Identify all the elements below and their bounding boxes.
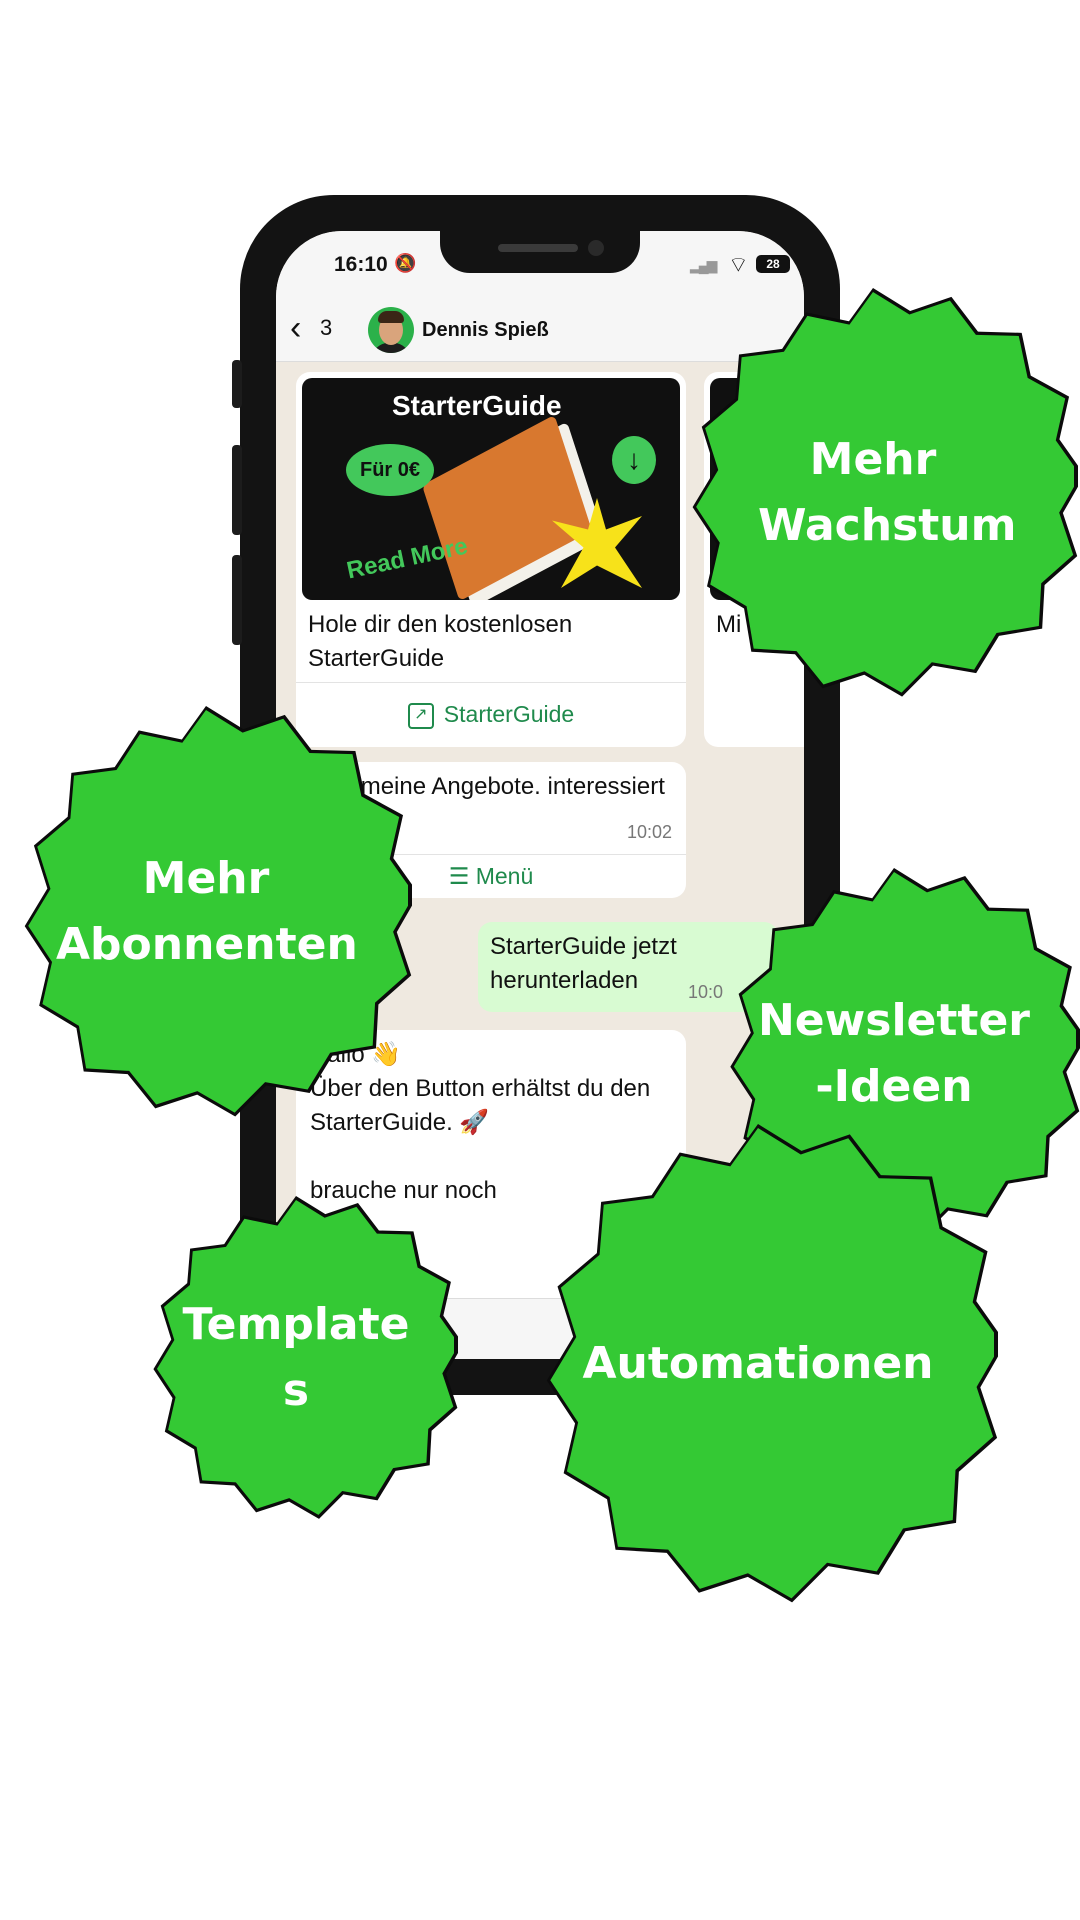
badge-label: Newsletter -Ideen <box>757 995 1031 1112</box>
avatar-shirt <box>372 343 410 353</box>
badge-fill <box>550 1128 994 1599</box>
card-image: StarterGuide Für 0€ ↓ Read More <box>302 378 680 600</box>
menu-button-label: Menü <box>475 863 534 889</box>
price-badge: Für 0€ <box>346 444 434 496</box>
badge-mehr-wachstum: Mehr Wachstum <box>692 288 1078 697</box>
badge-mehr-abonnenten: Mehr Abonnenten <box>24 706 412 1117</box>
badge-fill <box>696 292 1074 693</box>
battery-icon: 28 <box>756 255 790 273</box>
badge-fill <box>28 710 408 1113</box>
badge-label: Template s <box>182 1299 410 1416</box>
speaker <box>498 244 578 252</box>
card-text: Hole dir den kostenlosen StarterGuide <box>308 611 573 672</box>
download-arrow-icon: ↓ <box>612 436 656 484</box>
message-text: StarterGuide jetzt herunterladen <box>490 933 677 994</box>
phone-side-button <box>232 360 242 408</box>
card-image-title: StarterGuide <box>392 390 562 421</box>
external-link-icon: ↗ <box>407 702 434 729</box>
message-time: 10:0 <box>688 982 724 1002</box>
divider <box>296 682 686 683</box>
chat-header: ‹ 3 Dennis Spieß <box>276 299 804 362</box>
wifi-icon: ⌔ <box>728 252 749 277</box>
badge-label: Automationen <box>582 1338 934 1389</box>
badge-templates: Template s <box>153 1196 458 1519</box>
signal-icon: ▂▄▆ <box>690 257 717 273</box>
badge-automationen: Automationen <box>546 1124 998 1603</box>
starterguide-button-label: StarterGuide <box>443 701 575 727</box>
avatar[interactable] <box>368 307 414 353</box>
starterguide-button[interactable]: ↗ StarterGuide <box>296 684 686 744</box>
badge-label: Mehr Wachstum <box>758 434 1017 551</box>
badge-label: Mehr Abonnenten <box>56 853 358 970</box>
badge-fill <box>156 1200 454 1515</box>
phone-volume-up-button <box>232 445 242 535</box>
mute-icon: 🔕 <box>394 253 417 273</box>
menu-button[interactable]: ☰ Menü <box>296 854 686 898</box>
divider <box>296 854 686 855</box>
list-icon: ☰ <box>448 863 476 889</box>
front-camera <box>588 240 604 256</box>
unread-count[interactable]: 3 <box>320 315 333 340</box>
back-chevron-icon[interactable]: ‹ <box>290 309 302 347</box>
carousel-card: StarterGuide Für 0€ ↓ Read More Hole dir… <box>296 372 686 747</box>
book-illustration <box>421 414 593 600</box>
notch <box>440 231 640 273</box>
message-time: 10:02 <box>626 822 672 842</box>
contact-name[interactable]: Dennis Spieß <box>422 319 549 341</box>
avatar-hair <box>378 311 404 323</box>
phone-volume-down-button <box>232 555 242 645</box>
outgoing-message: StarterGuide jetzt herunterladen 10:0 <box>478 922 778 1012</box>
message-text: Hallo 👋 Über den Button erhältst du den … <box>310 1041 651 1204</box>
status-time: 16:10 <box>334 253 388 276</box>
